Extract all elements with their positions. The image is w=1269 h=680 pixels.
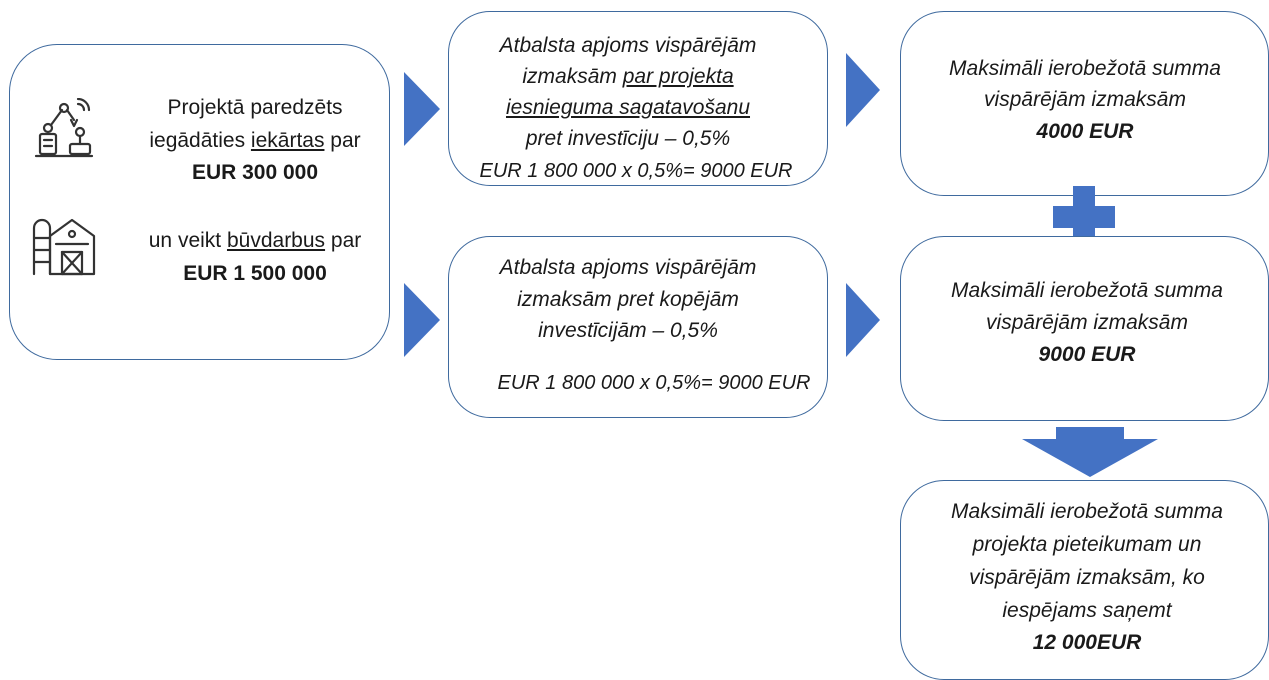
equip-amount: EUR 300 000	[191, 161, 319, 184]
limit-box-general	[900, 236, 1269, 421]
prep-line1: Atbalsta apjoms vispārējām	[499, 34, 757, 57]
arrow-right-icon	[404, 72, 440, 146]
prep-line4: pret investīciju – 0,5%	[525, 127, 731, 150]
invest-line2: izmaksām pret kopējām	[517, 288, 739, 311]
robot-arm-icon	[34, 98, 94, 158]
total-line1: Maksimāli ierobežotā summa	[951, 500, 1223, 523]
prep-formula: EUR 1 800 000 x 0,5%= 9000 EUR	[479, 160, 793, 182]
total-line3: vispārējām izmaksām, ko	[969, 566, 1205, 589]
project-box	[9, 44, 390, 360]
limit-box-total	[900, 480, 1269, 680]
equip-text-line1: Projektā paredzēts	[167, 96, 343, 119]
limit-prep-amount: 4000 EUR	[1036, 120, 1134, 143]
total-amount: 12 000EUR	[1032, 631, 1142, 654]
build-text-line1: un veikt būvdarbus par	[148, 229, 362, 252]
barn-silo-icon	[32, 218, 96, 276]
limit-general-line1: Maksimāli ierobežotā summa	[951, 279, 1223, 302]
limit-prep-line2: vispārējām izmaksām	[984, 88, 1186, 111]
prep-line3: iesnieguma sagatavošanu	[505, 96, 751, 119]
total-line4: iespējams saņemt	[1002, 599, 1172, 622]
arrow-right-icon	[846, 283, 880, 357]
total-line2: projekta pieteikumam un	[972, 533, 1202, 556]
build-amount: EUR 1 500 000	[183, 262, 327, 285]
invest-line1: Atbalsta apjoms vispārējām	[499, 256, 757, 279]
arrow-right-icon	[404, 283, 440, 357]
support-box-investment	[448, 236, 828, 418]
limit-general-line2: vispārējām izmaksām	[986, 311, 1188, 334]
invest-line3: investīcijām – 0,5%	[538, 319, 718, 342]
invest-formula: EUR 1 800 000 x 0,5%= 9000 EUR	[497, 372, 811, 394]
support-box-preparation	[448, 11, 828, 186]
equip-text-line2: iegādāties iekārtas par	[149, 129, 361, 152]
prep-line2: izmaksām par projekta	[522, 65, 734, 88]
limit-general-amount: 9000 EUR	[1038, 343, 1136, 366]
plus-icon	[1053, 186, 1115, 248]
limit-box-preparation	[900, 11, 1269, 196]
arrow-right-icon	[846, 53, 880, 127]
arrow-down-icon	[1022, 427, 1158, 477]
limit-prep-line1: Maksimāli ierobežotā summa	[949, 57, 1221, 80]
